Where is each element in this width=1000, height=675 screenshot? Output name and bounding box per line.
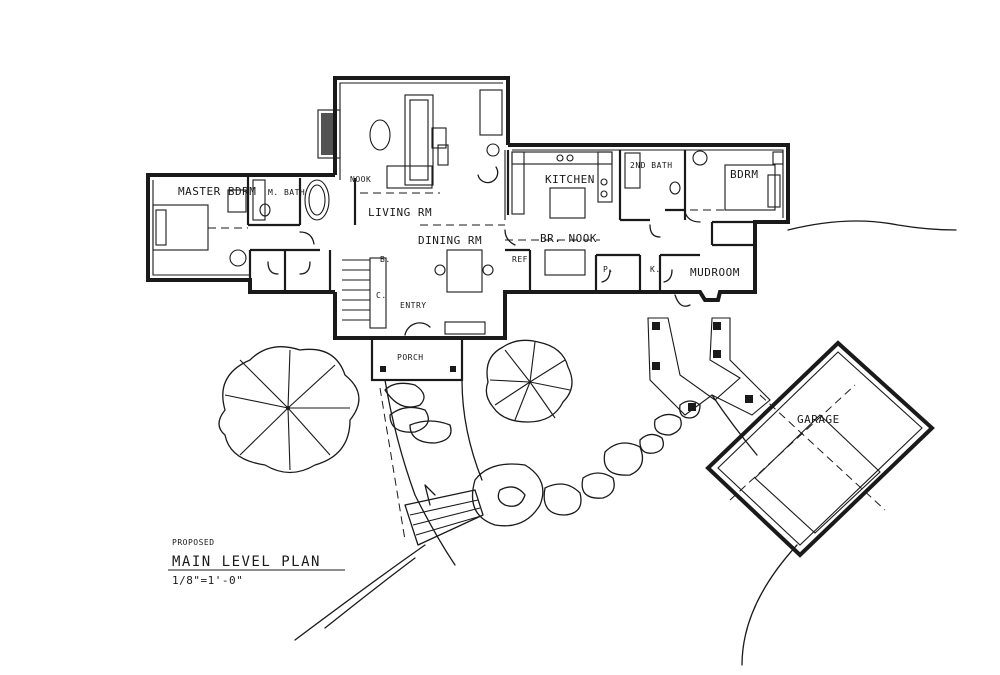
- title-block: PROPOSED MAIN LEVEL PLAN 1/8"=1'-0": [168, 538, 345, 587]
- garage: [705, 340, 935, 558]
- tree-right: [485, 339, 573, 423]
- label-kitchen: KITCHEN: [545, 173, 595, 186]
- label-coat: C.: [376, 291, 387, 300]
- label-closet-b: B.: [380, 255, 391, 264]
- kitchen-fixtures: [511, 151, 613, 219]
- label-master-bath: M. BATH: [268, 188, 305, 197]
- stone-path: [384, 382, 701, 527]
- label-entry: ENTRY: [400, 301, 427, 310]
- dining-table: [420, 224, 505, 335]
- breakfast-table: [505, 239, 600, 276]
- drawing-scale: 1/8"=1'-0": [172, 574, 243, 587]
- label-nook: NOOK: [350, 175, 371, 184]
- label-master-bedroom: MASTER BDRM: [178, 185, 256, 198]
- interior-walls: [246, 150, 755, 292]
- stair: [342, 257, 431, 336]
- tree-left: [218, 346, 360, 474]
- master-bed: [152, 189, 248, 267]
- drawing-title: MAIN LEVEL PLAN: [172, 554, 321, 570]
- label-dining-room: DINING RM: [418, 234, 482, 247]
- walkway-lines: [294, 220, 957, 666]
- fireplace: [317, 109, 341, 159]
- label-bedroom: BDRM: [730, 168, 759, 181]
- breezeway: [647, 317, 771, 416]
- label-ref: REF: [512, 255, 528, 264]
- label-pantry: P.: [603, 265, 614, 274]
- label-bath-2: 2ND BATH: [630, 161, 673, 170]
- porch: [370, 336, 464, 382]
- master-bath-fixtures: [252, 179, 330, 221]
- house-walls: [146, 76, 790, 340]
- label-mudroom: MUDROOM: [690, 266, 740, 279]
- bath2-fixtures: [624, 152, 681, 195]
- living-furniture: [360, 89, 503, 194]
- label-porch: PORCH: [397, 353, 424, 362]
- label-closet-k: K.: [650, 265, 661, 274]
- drawing-note: PROPOSED: [172, 538, 215, 547]
- label-living-room: LIVING RM: [368, 206, 432, 219]
- door-swings: [267, 211, 701, 307]
- label-garage: GARAGE: [797, 413, 840, 426]
- bedroom-furniture: [690, 150, 784, 211]
- label-breakfast-nook: BR. NOOK: [540, 232, 597, 245]
